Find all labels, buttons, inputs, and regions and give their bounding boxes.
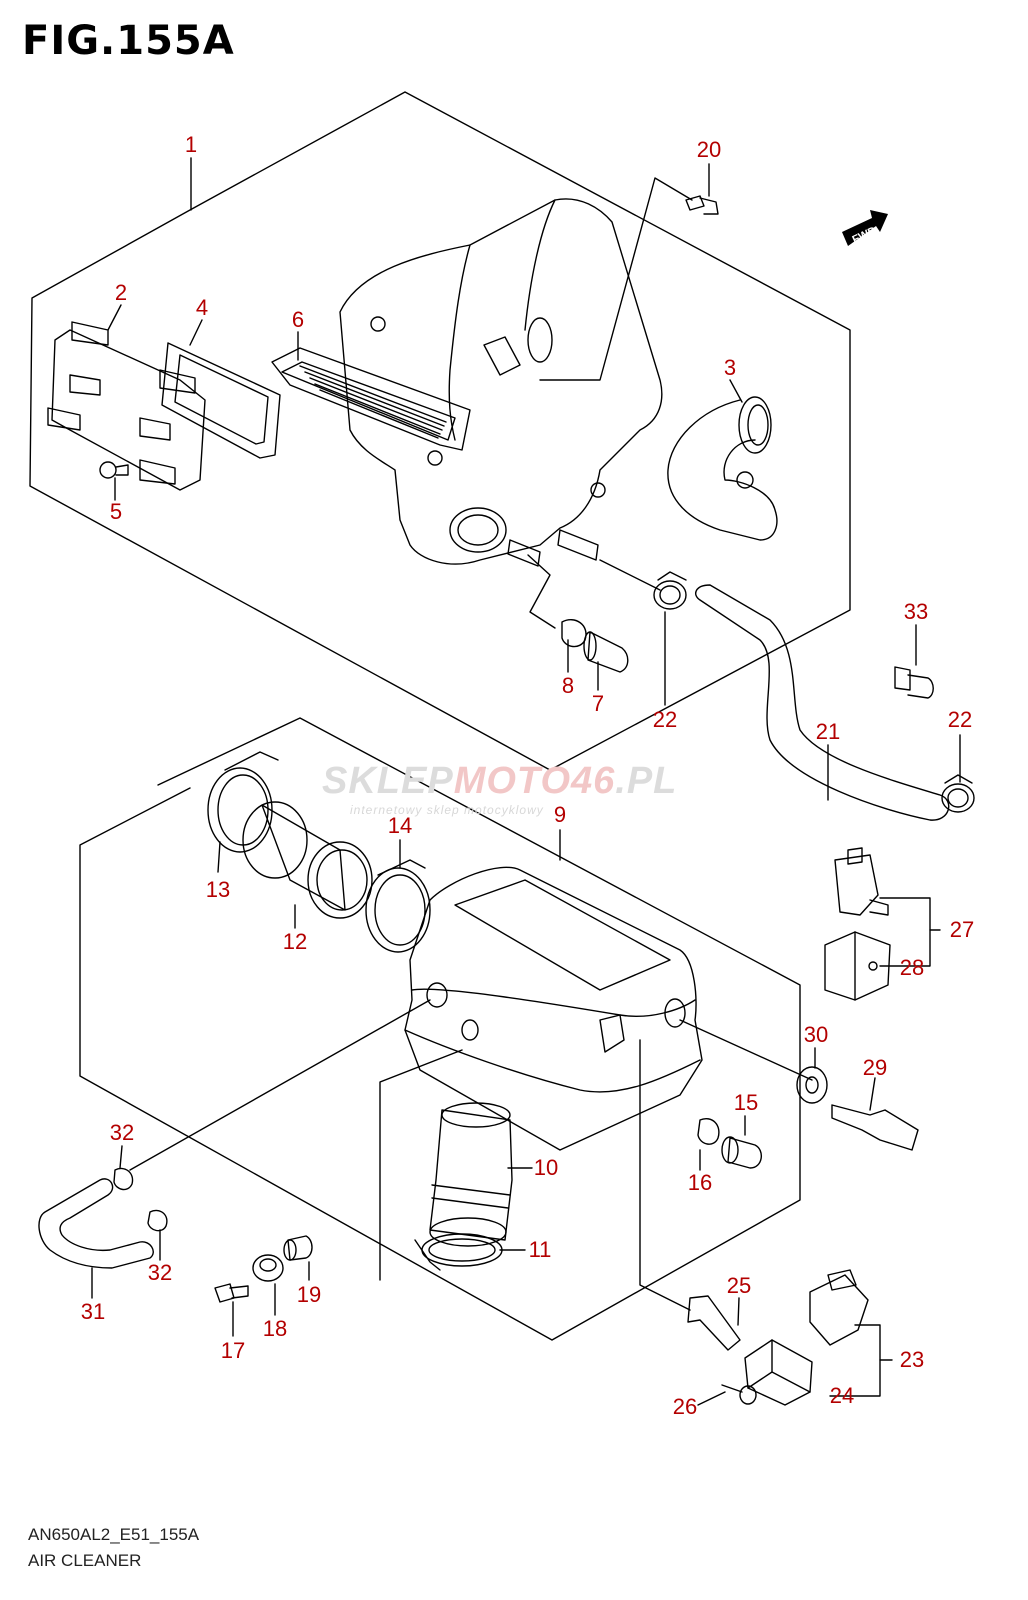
group-outline-lower — [79, 717, 801, 1341]
callout-20: 20 — [696, 137, 722, 162]
fwd-arrow-icon: FWD — [842, 210, 888, 246]
part-8-clip — [561, 619, 587, 648]
part-9-case — [404, 866, 703, 1151]
diagram-name: AIR CLEANER — [28, 1551, 142, 1570]
callout-2: 2 — [114, 280, 128, 305]
part-7-cap — [583, 631, 629, 673]
part-23-sensor — [809, 1269, 869, 1346]
part-10-duct — [429, 1102, 513, 1247]
watermark-tagline: internetowy sklep motocyklowy — [350, 803, 544, 817]
part-31-hose — [38, 1178, 154, 1269]
callout-12: 12 — [282, 929, 308, 954]
part-30-washer — [796, 1066, 828, 1104]
part-5-bolt — [99, 461, 129, 479]
callout-6: 6 — [291, 307, 305, 332]
part-3-tube — [667, 396, 778, 541]
part-16-clip — [697, 1118, 720, 1145]
part-14-clamp — [365, 859, 431, 953]
part-1-case — [339, 198, 663, 567]
callout-30: 30 — [803, 1022, 829, 1047]
callout-15: 15 — [733, 1090, 759, 1115]
callout-8: 8 — [561, 673, 575, 698]
part-17-bolt — [214, 1283, 249, 1303]
callout-14: 14 — [387, 813, 413, 838]
callout-33: 33 — [903, 599, 929, 624]
callout-5: 5 — [109, 499, 123, 524]
part-4-seal — [161, 342, 281, 459]
callout-4: 4 — [195, 295, 209, 320]
part-22-clamp — [653, 571, 687, 610]
callout-9: 9 — [553, 802, 567, 827]
part-25-bracket — [687, 1295, 741, 1351]
part-6-filter — [271, 347, 471, 451]
callout-22: 22 — [652, 707, 678, 732]
watermark-brand: SKLEP — [322, 760, 454, 802]
callout-28: 28 — [899, 955, 925, 980]
callout-1: 1 — [184, 132, 198, 157]
diagram-code: AN650AL2_E51_155A — [28, 1525, 200, 1544]
part-12-duct — [242, 801, 373, 919]
callout-32-lower: 32 — [147, 1260, 173, 1285]
part-33-bolt — [894, 666, 934, 699]
watermark: SKLEPMOTO46.PL — [322, 760, 677, 803]
part-27-sensor — [834, 847, 889, 916]
part-22-clamp-right — [941, 774, 975, 813]
watermark-brand-accent: MOTO46 — [453, 760, 616, 802]
callout-11: 11 — [528, 1237, 552, 1262]
callout-21: 21 — [815, 719, 841, 744]
part-28-cover — [824, 931, 891, 1001]
group-outline-upper — [29, 91, 851, 771]
part-19-collar — [283, 1235, 313, 1261]
callout-23: 23 — [899, 1347, 925, 1372]
part-29-sensor — [831, 1104, 919, 1151]
callout-26: 26 — [672, 1394, 698, 1419]
part-2-bracket — [47, 321, 206, 491]
callout-13: 13 — [205, 877, 231, 902]
callout-32: 32 — [109, 1120, 135, 1145]
part-15-cap — [721, 1136, 762, 1169]
part-11-clamp — [414, 1233, 503, 1271]
callout-31: 31 — [80, 1299, 106, 1324]
callout-3: 3 — [723, 355, 737, 380]
figure-title: FIG.155A — [22, 18, 235, 64]
callout-7: 7 — [591, 691, 605, 716]
callout-18: 18 — [262, 1316, 288, 1341]
part-32-clip-b — [147, 1209, 168, 1232]
callout-10: 10 — [533, 1155, 559, 1180]
watermark-brand-tail: .PL — [615, 760, 678, 802]
part-24-cover — [744, 1339, 813, 1406]
callout-29: 29 — [862, 1055, 888, 1080]
part-18-grommet — [252, 1254, 284, 1282]
callout-25: 25 — [726, 1273, 752, 1298]
callout-27: 27 — [949, 917, 975, 942]
callout-16: 16 — [687, 1170, 713, 1195]
callout-19: 19 — [296, 1282, 322, 1307]
callout-22-right: 22 — [947, 707, 973, 732]
callout-24: 24 — [829, 1383, 855, 1408]
part-26-screw — [721, 1384, 757, 1405]
part-21-hose — [695, 584, 950, 821]
part-32-clip-a — [113, 1167, 134, 1191]
part-20-bolt — [685, 195, 719, 215]
callout-17: 17 — [220, 1338, 246, 1363]
